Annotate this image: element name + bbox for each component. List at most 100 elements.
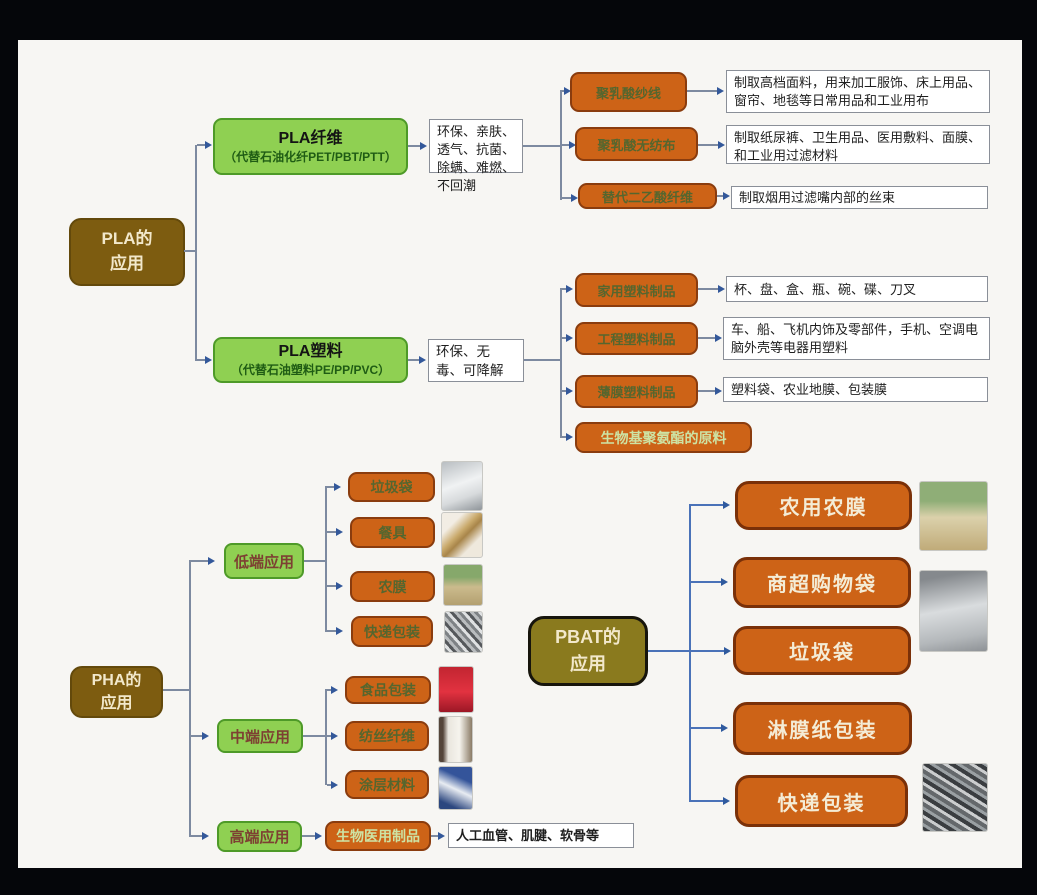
connector-line	[691, 581, 722, 583]
arrowhead-icon	[571, 194, 578, 202]
pha-root-node: PHA的 应用	[70, 666, 163, 718]
connector-line	[327, 531, 337, 533]
connector-line	[698, 337, 716, 339]
connector-line	[327, 585, 337, 587]
connector-line	[197, 359, 205, 361]
connector-line	[197, 144, 205, 146]
pla-plastic-item-engineering-desc: 车、船、飞机内饰及零部件，手机、空调电脑外壳等电器用塑料	[723, 317, 990, 360]
connector-line	[191, 560, 209, 562]
connector-line	[717, 195, 724, 197]
pha-root-line2: 应用	[100, 695, 133, 712]
recycled-pellets-photo	[922, 763, 988, 832]
mulch-film-field-photo	[919, 481, 988, 551]
connector-line	[302, 835, 316, 837]
connector-line	[184, 250, 197, 252]
pla-plastic-item-household-desc: 杯、盘、盒、瓶、碗、碟、刀叉	[726, 276, 988, 302]
pha-mid-item-spun-fiber: 纺丝纤维	[345, 721, 429, 751]
pha-low-item-cutlery: 餐具	[350, 517, 435, 548]
farm-field-photo	[443, 564, 483, 606]
connector-line	[562, 288, 567, 290]
connector-line	[524, 359, 562, 361]
connector-line	[327, 630, 337, 632]
pla-fiber-item-yarn: 聚乳酸纱线	[570, 72, 687, 112]
pla-fiber-item-nonwoven-desc: 制取纸尿裤、卫生用品、医用敷料、面膜、和工业用过滤材料	[726, 125, 990, 164]
pla-root-line2: 应用	[110, 254, 144, 273]
arrowhead-icon	[566, 433, 573, 441]
arrowhead-icon	[566, 285, 573, 293]
arrowhead-icon	[721, 724, 728, 732]
connector-line	[691, 800, 724, 802]
connector-line	[325, 486, 327, 632]
connector-line	[560, 288, 562, 438]
wooden-cutlery-photo	[441, 512, 483, 558]
connector-line	[562, 337, 567, 339]
pla-fiber-item-yarn-desc: 制取高档面料，用来加工服饰、床上用品、窗帘、地毯等日常用品和工业用布	[726, 70, 990, 113]
connector-line	[698, 288, 719, 290]
arrowhead-icon	[717, 87, 724, 95]
pla-fiber-traits-box: 环保、亲肤、透气、抗菌、除螨、难燃、不回潮	[429, 119, 523, 193]
pla-plastic-title: PLA塑料	[278, 343, 343, 361]
arrowhead-icon	[564, 87, 571, 95]
connector-line	[327, 689, 332, 691]
pha-mid-item-food-pack: 食品包装	[345, 676, 431, 704]
connector-line	[327, 486, 335, 488]
arrowhead-icon	[202, 732, 209, 740]
shopping-bag-photo	[919, 570, 988, 652]
arrowhead-icon	[566, 387, 573, 395]
pha-level-mid: 中端应用	[217, 719, 303, 753]
pbat-item-agri-film: 农用农膜	[735, 481, 912, 530]
pla-plastic-node: PLA塑料 （代替石油塑料PE/PP/PVC）	[213, 337, 408, 383]
pha-low-item-agri-film: 农膜	[350, 571, 435, 602]
connector-line	[163, 689, 191, 691]
connector-line	[304, 560, 327, 562]
candy-package-photo	[438, 666, 474, 713]
connector-line	[562, 390, 567, 392]
connector-line	[689, 504, 691, 802]
arrowhead-icon	[205, 356, 212, 364]
connector-line	[523, 145, 562, 147]
pla-fiber-node: PLA纤维 （代替石油化纤PET/PBT/PTT）	[213, 118, 408, 175]
pla-fiber-subtitle: （代替石油化纤PET/PBT/PTT）	[224, 149, 397, 164]
connector-line	[327, 735, 332, 737]
arrowhead-icon	[715, 334, 722, 342]
pla-plastic-traits-box: 环保、无毒、可降解	[428, 339, 524, 382]
pla-fiber-title: PLA纤维	[278, 129, 343, 147]
pha-low-item-express: 快递包装	[351, 616, 433, 647]
pha-high-item-biomedical-desc: 人工血管、肌腱、软骨等	[448, 823, 634, 848]
arrowhead-icon	[718, 141, 725, 149]
pbat-item-laminated-paper: 淋膜纸包装	[733, 702, 912, 755]
connector-line	[408, 145, 421, 147]
pbat-item-trash-bag: 垃圾袋	[733, 626, 911, 675]
arrowhead-icon	[336, 528, 343, 536]
pha-high-item-biomedical: 生物医用制品	[325, 821, 431, 851]
pbat-item-express-pack: 快递包装	[735, 775, 908, 827]
pla-plastic-item-household: 家用塑料制品	[575, 273, 698, 307]
arrowhead-icon	[724, 647, 731, 655]
packaging-shreds-photo	[444, 611, 483, 653]
pla-plastic-subtitle: （代替石油塑料PE/PP/PVC）	[230, 363, 391, 378]
arrowhead-icon	[723, 192, 730, 200]
pbat-root-line1: PBAT的	[555, 627, 621, 647]
arrowhead-icon	[315, 832, 322, 840]
connector-line	[195, 145, 197, 361]
connector-line	[562, 144, 570, 146]
pbat-root-node: PBAT的 应用	[528, 616, 648, 686]
arrowhead-icon	[721, 578, 728, 586]
arrowhead-icon	[205, 141, 212, 149]
connector-line	[327, 784, 332, 786]
pla-fiber-item-diacetate-desc: 制取烟用过滤嘴内部的丝束	[731, 186, 988, 209]
arrowhead-icon	[718, 285, 725, 293]
connector-line	[325, 689, 327, 785]
pha-level-high: 高端应用	[217, 821, 302, 852]
arrowhead-icon	[569, 141, 576, 149]
arrowhead-icon	[336, 627, 343, 635]
pha-root-line1: PHA的	[91, 671, 142, 689]
arrowhead-icon	[331, 686, 338, 694]
pha-low-item-trash-bag: 垃圾袋	[348, 472, 435, 502]
arrowhead-icon	[566, 334, 573, 342]
arrowhead-icon	[202, 832, 209, 840]
arrowhead-icon	[723, 501, 730, 509]
pla-plastic-item-film-desc: 塑料袋、农业地膜、包装膜	[723, 377, 988, 402]
connector-line	[562, 197, 572, 199]
